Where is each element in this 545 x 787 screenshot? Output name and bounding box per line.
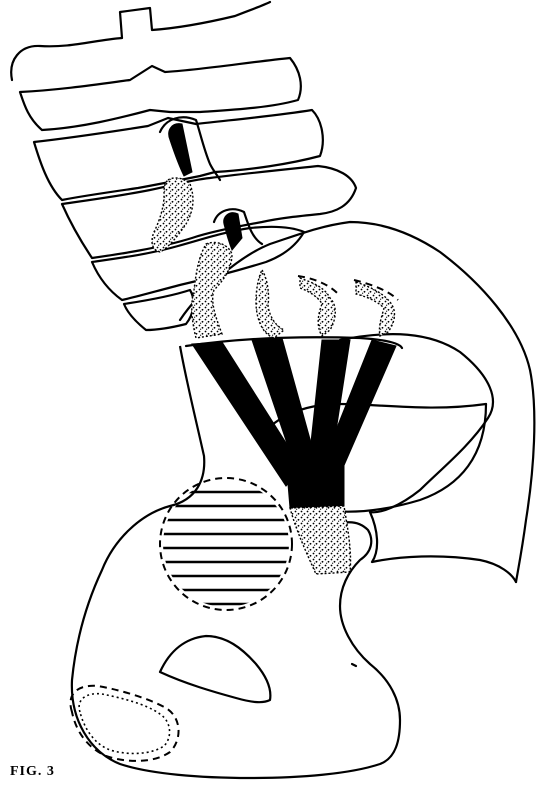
trunk-stem [286, 460, 344, 508]
figure-label: FIG. 3 [10, 764, 55, 780]
vertebra-top [11, 2, 270, 80]
lower-pedicle [224, 213, 242, 250]
root-s3 [356, 282, 394, 336]
root-s1 [256, 270, 284, 338]
root-l5 [192, 242, 232, 338]
root-s2 [300, 278, 335, 336]
iliac-wing [340, 334, 493, 512]
vertebra-l1 [20, 58, 301, 130]
upper-pedicle [169, 124, 192, 176]
pubic-ramus [370, 512, 516, 582]
